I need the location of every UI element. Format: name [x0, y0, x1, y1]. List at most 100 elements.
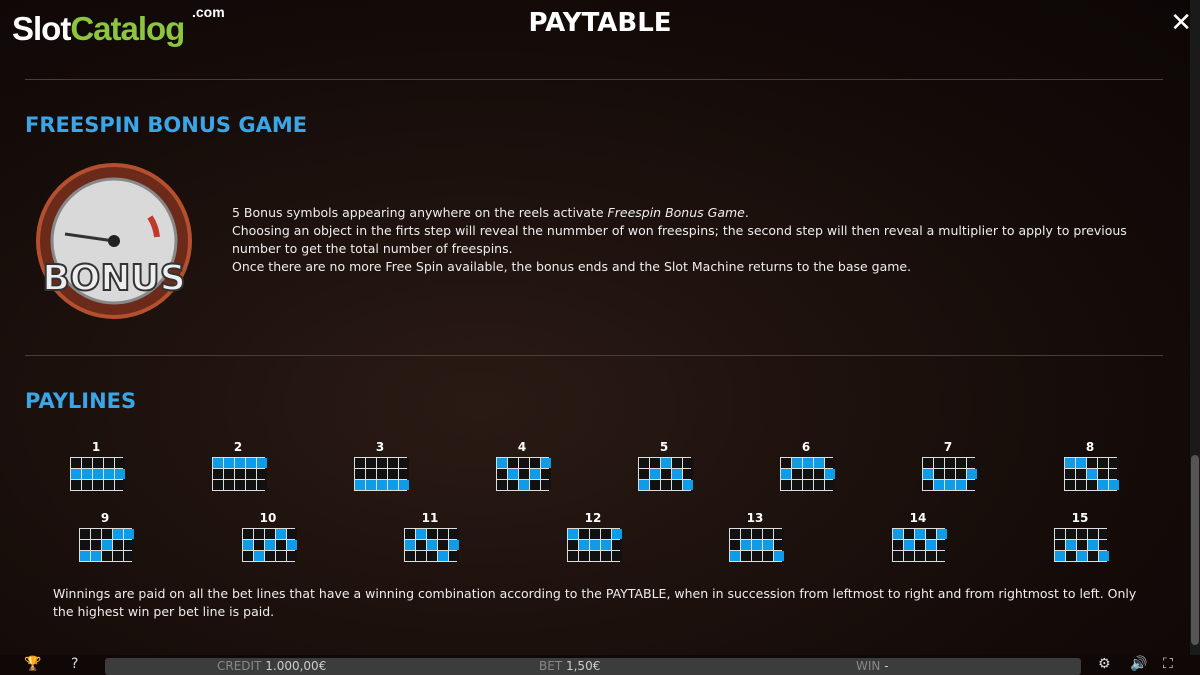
payline-number: 8	[1085, 440, 1095, 454]
logo-slot: Slot	[12, 10, 71, 47]
payline-cell	[923, 480, 933, 490]
sound-icon[interactable]: 🔊	[1130, 656, 1148, 672]
payline-cell	[530, 480, 540, 490]
payline-cell	[1066, 540, 1076, 550]
payline-cell	[235, 480, 245, 490]
payline-cell	[80, 551, 90, 561]
payline-cell	[752, 551, 762, 561]
scrollbar[interactable]	[1190, 0, 1200, 655]
payline-cell	[1087, 458, 1097, 468]
payline-cell	[82, 469, 92, 479]
payline-cell	[449, 529, 459, 539]
payline-cell	[224, 458, 234, 468]
payline-cell	[1109, 469, 1119, 479]
payline-cell	[438, 529, 448, 539]
payline-cell	[741, 529, 751, 539]
payline-number: 13	[746, 511, 764, 525]
payline-cell	[612, 540, 622, 550]
payline-number: 9	[100, 511, 110, 525]
payline-cell	[243, 529, 253, 539]
payline-cell	[893, 551, 903, 561]
payline-cell	[956, 458, 966, 468]
payline-cell	[825, 480, 835, 490]
paylines-heading: PAYLINES	[25, 389, 137, 413]
payline-cell	[254, 529, 264, 539]
payline-cell	[276, 551, 286, 561]
payline-12: 12	[567, 511, 622, 562]
payline-cell	[672, 480, 682, 490]
divider	[25, 355, 1163, 356]
payline-pattern	[1054, 528, 1109, 562]
payline-pattern	[780, 457, 835, 491]
payline-cell	[774, 540, 784, 550]
payline-cell	[792, 458, 802, 468]
payline-cell	[115, 480, 125, 490]
payline-14: 14	[892, 511, 947, 562]
payline-cell	[399, 469, 409, 479]
settings-gear-icon[interactable]: ⚙	[1098, 656, 1111, 672]
payline-cell	[825, 458, 835, 468]
payline-cell	[102, 529, 112, 539]
payline-cell	[287, 540, 297, 550]
payline-number: 1	[91, 440, 101, 454]
payline-cell	[113, 529, 123, 539]
payline-cell	[124, 551, 134, 561]
paylines-note: Winnings are paid on all the bet lines t…	[53, 586, 1137, 619]
payline-cell	[661, 480, 671, 490]
close-icon[interactable]: ✕	[1170, 8, 1192, 38]
payline-cell	[104, 458, 114, 468]
payline-cell	[366, 458, 376, 468]
payline-cell	[763, 551, 773, 561]
payline-cell	[427, 540, 437, 550]
payline-cell	[934, 458, 944, 468]
payline-pattern	[1064, 457, 1119, 491]
fullscreen-icon[interactable]: ⛶	[1163, 656, 1173, 672]
payline-cell	[650, 469, 660, 479]
payline-cell	[601, 551, 611, 561]
logo-catalog: Catalog	[70, 10, 185, 47]
payline-cell	[113, 551, 123, 561]
payline-cell	[934, 469, 944, 479]
payline-pattern	[567, 528, 622, 562]
trophy-icon[interactable]: 🏆	[24, 656, 42, 672]
payline-cell	[530, 469, 540, 479]
payline-cell	[683, 469, 693, 479]
payline-pattern	[404, 528, 459, 562]
payline-cell	[1088, 529, 1098, 539]
payline-cell	[80, 540, 90, 550]
payline-cell	[213, 480, 223, 490]
payline-cell	[1077, 540, 1087, 550]
payline-cell	[497, 458, 507, 468]
help-icon[interactable]: ?	[71, 656, 79, 672]
payline-2: 2	[212, 440, 267, 491]
payline-cell	[276, 540, 286, 550]
payline-cell	[1099, 551, 1109, 561]
bonus-gauge-icon: BONUS	[36, 163, 192, 319]
payline-cell	[814, 480, 824, 490]
payline-8: 8	[1064, 440, 1119, 491]
payline-cell	[741, 551, 751, 561]
payline-cell	[508, 458, 518, 468]
bet-label: BET	[539, 659, 563, 673]
payline-pattern	[212, 457, 267, 491]
payline-cell	[590, 551, 600, 561]
desc-line3: Once there are no more Free Spin availab…	[232, 259, 912, 274]
payline-cell	[497, 469, 507, 479]
payline-cell	[1099, 529, 1109, 539]
payline-cell	[661, 458, 671, 468]
payline-cell	[115, 458, 125, 468]
payline-cell	[115, 469, 125, 479]
payline-cell	[388, 458, 398, 468]
divider	[25, 79, 1163, 80]
payline-cell	[915, 540, 925, 550]
payline-number: 5	[659, 440, 669, 454]
payline-cell	[752, 529, 762, 539]
payline-cell	[224, 480, 234, 490]
payline-3: 3	[354, 440, 409, 491]
payline-cell	[967, 469, 977, 479]
scrollbar-thumb[interactable]	[1191, 455, 1199, 645]
payline-cell	[377, 480, 387, 490]
payline-cell	[1076, 458, 1086, 468]
payline-cell	[568, 529, 578, 539]
payline-number: 12	[584, 511, 602, 525]
